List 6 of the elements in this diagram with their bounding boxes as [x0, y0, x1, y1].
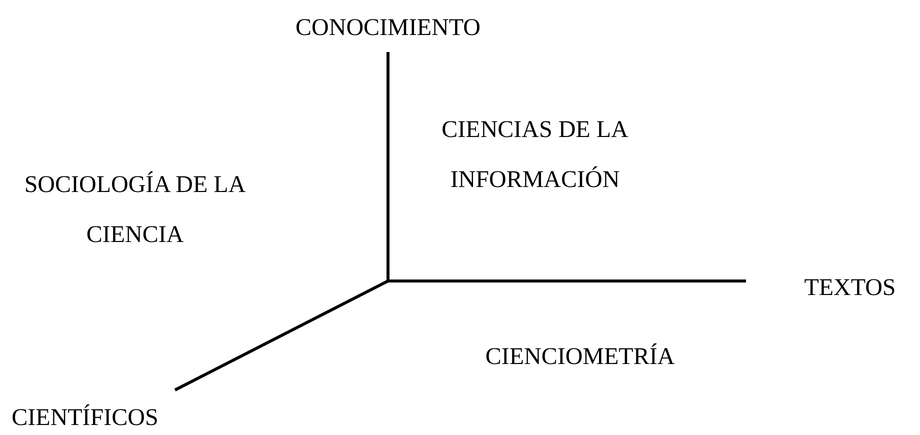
region-label: SOCIOLOGÍA DE LA CIENCIA: [23, 170, 247, 250]
region-label: CIENCIAS DE LA INFORMACIÓN: [440, 116, 630, 195]
axis-label: TEXTOS: [803, 274, 897, 302]
axis-label: CIENTÍFICOS: [10, 404, 160, 432]
axis-label: CONOCIMIENTO: [294, 14, 482, 42]
region-label: CIENCIOMETRÍA: [484, 343, 676, 371]
